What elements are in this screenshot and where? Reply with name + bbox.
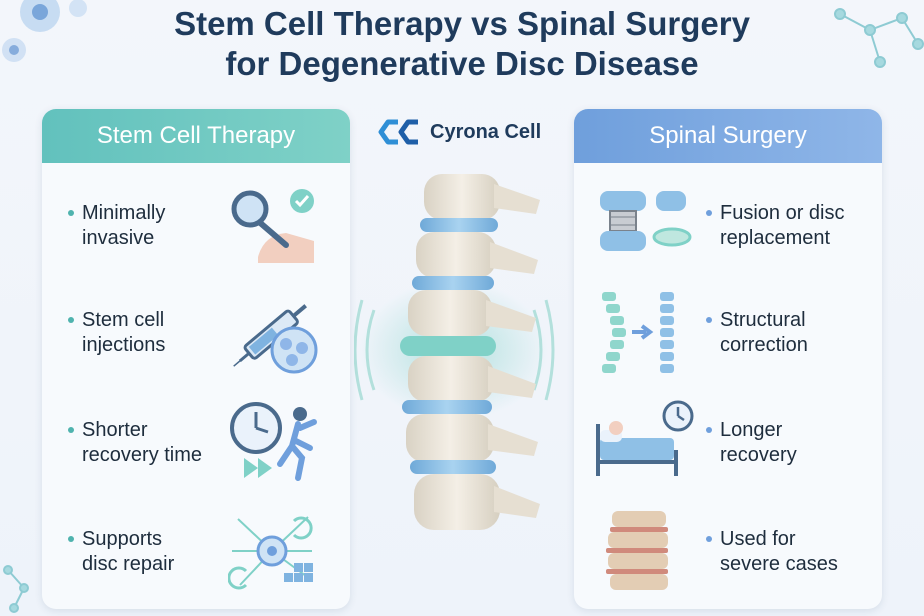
cc-logo-icon — [378, 119, 418, 145]
damaged-spine-icon — [606, 511, 668, 590]
list-item: Used for severe cases — [574, 499, 882, 599]
item-text: Longer recovery — [720, 419, 797, 466]
list-item: Longer recovery — [574, 390, 882, 490]
page-title: Stem Cell Therapy vs Spinal Surgery for … — [0, 4, 924, 84]
item-text: Shorter recovery time — [82, 419, 203, 466]
stem-cell-therapy-header: Stem Cell Therapy — [42, 109, 350, 163]
list-item: Shorter recovery time — [42, 390, 350, 490]
item-text: Supports disc repair — [82, 528, 175, 575]
bullet-dot — [68, 536, 74, 542]
bullet-dot — [68, 210, 74, 216]
list-item: Stem cell injections — [42, 280, 350, 380]
title-line-1: Stem Cell Therapy vs Spinal Surgery — [174, 5, 750, 42]
magnifier-check-icon — [231, 189, 314, 263]
list-item: Minimally invasive — [42, 173, 350, 273]
hospital-bed-icon — [596, 400, 694, 476]
item-text: Used for severe cases — [720, 528, 838, 575]
bullet-dot — [706, 317, 712, 323]
stem-cell-therapy-panel: Stem Cell Therapy Minimally invasive Ste… — [42, 109, 350, 609]
brand: Cyrona Cell — [378, 116, 541, 148]
bullet-dot — [706, 427, 712, 433]
spinal-surgery-header: Spinal Surgery — [574, 109, 882, 163]
molecule-decoration — [834, 8, 924, 68]
syringe-cells-icon — [233, 304, 318, 374]
spinal-surgery-panel: Spinal Surgery Fusion or disc replacemen… — [574, 109, 882, 609]
spine-illustration — [354, 174, 555, 530]
list-item: Supports disc repair — [42, 499, 350, 599]
bullet-dot — [68, 317, 74, 323]
bullet-dot — [706, 536, 712, 542]
cell-network-icon — [228, 516, 313, 590]
molecule-decoration-bottom — [3, 565, 29, 613]
item-text: Structural correction — [720, 309, 808, 356]
title-line-2: for Degenerative Disc Disease — [225, 45, 699, 82]
item-text: Stem cell injections — [82, 309, 166, 356]
spine-correction-icon — [602, 292, 674, 373]
bullet-dot — [706, 210, 712, 216]
list-item: Structural correction — [574, 280, 882, 380]
item-text: Minimally invasive — [82, 202, 166, 249]
item-text: Fusion or disc replacement — [720, 202, 845, 249]
list-item: Fusion or disc replacement — [574, 173, 882, 273]
clock-runner-icon — [230, 402, 317, 481]
brand-name: Cyrona Cell — [430, 120, 542, 143]
bullet-dot — [68, 427, 74, 433]
disc-implant-icon — [600, 191, 692, 251]
cell-cluster-decoration — [2, 0, 87, 62]
